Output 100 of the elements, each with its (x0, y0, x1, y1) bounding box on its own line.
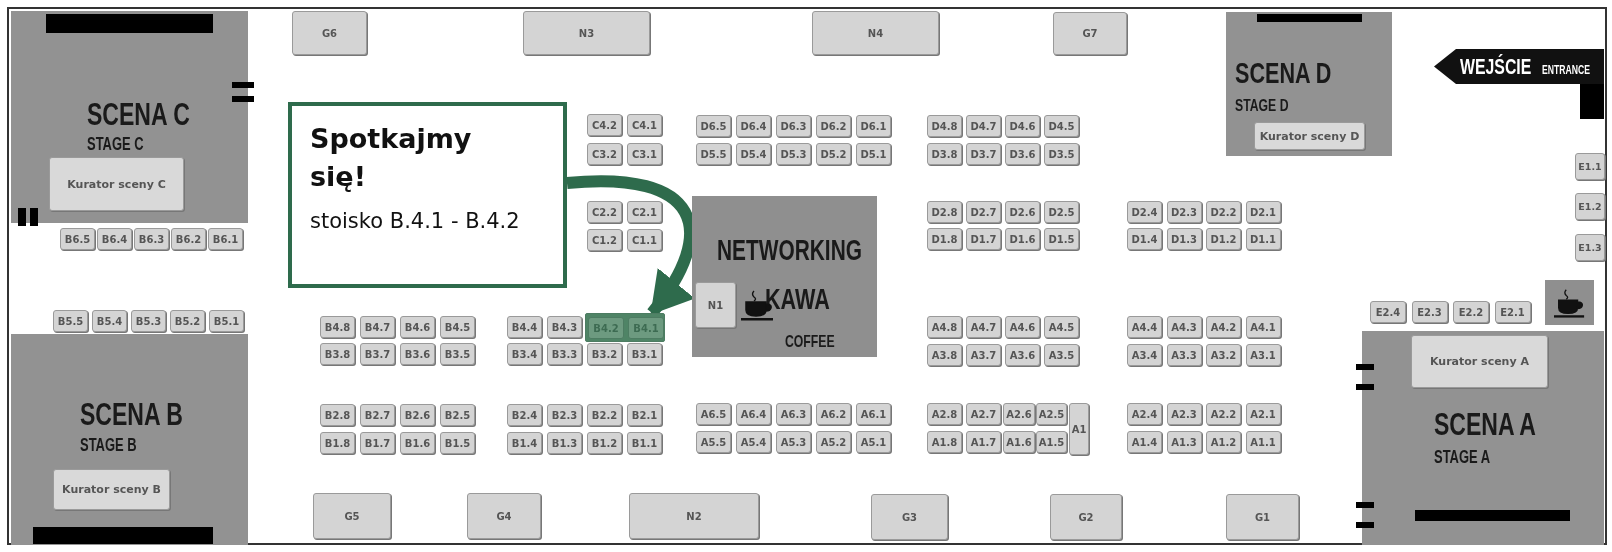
stage-area (11, 11, 248, 223)
booth: A1.3 (1166, 431, 1202, 453)
callout-text: stoisko B.4.1 - B.4.2 (310, 208, 521, 235)
curator-desk: Kurator sceny C (49, 157, 184, 211)
booth: A1.6 (1003, 431, 1035, 453)
booth: D4.7 (966, 115, 1001, 137)
booth: A5.5 (696, 431, 731, 453)
booth: D6.3 (776, 115, 811, 137)
stage-title: SCENA C (87, 98, 190, 130)
booth: B2.7 (360, 404, 395, 426)
stand: N2 (629, 493, 759, 539)
platform-bar (33, 527, 213, 544)
area-subtitle: COFFEE (785, 333, 835, 350)
booth: C2.2 (587, 201, 622, 223)
booth: E1.1 (1575, 153, 1605, 180)
booth: D5.1 (856, 143, 891, 165)
booth: A3.1 (1245, 344, 1281, 366)
stage-subtitle: STAGE C (87, 135, 144, 153)
booth: D2.1 (1245, 201, 1281, 223)
stage-title: SCENA B (80, 398, 183, 430)
platform-bar (1257, 14, 1362, 22)
booth: A1.8 (927, 431, 962, 453)
booth: A6.2 (816, 403, 851, 425)
booth: A5.1 (856, 431, 891, 453)
booth: D5.5 (696, 143, 731, 165)
booth: E2.4 (1370, 301, 1406, 323)
booth: D4.5 (1044, 115, 1079, 137)
booth: B2.5 (440, 404, 475, 426)
booth: D1.4 (1127, 228, 1162, 250)
stand: G5 (313, 493, 391, 539)
booth: E2.1 (1494, 301, 1531, 323)
booth: B1.8 (320, 432, 355, 454)
booth: B2.2 (587, 404, 622, 426)
platform-bar (1415, 510, 1570, 521)
booth: A2.5 (1036, 403, 1067, 425)
booth: D1.7 (966, 228, 1001, 250)
booth: B2.4 (507, 404, 542, 426)
booth: D6.4 (736, 115, 771, 137)
stage-title: SCENA A (1434, 408, 1536, 440)
booth: B3.1 (627, 343, 662, 365)
booth: B4.6 (400, 316, 435, 338)
booth: B2.6 (400, 404, 435, 426)
booth: B6.1 (208, 228, 243, 250)
booth: A4.4 (1127, 316, 1162, 338)
booth: D4.8 (927, 115, 962, 137)
booth: A6.1 (856, 403, 891, 425)
booth: D6.2 (816, 115, 851, 137)
booth: A2.1 (1245, 403, 1281, 425)
booth: B2.8 (320, 404, 355, 426)
booth: A4.5 (1044, 316, 1079, 338)
stage-subtitle: STAGE D (1235, 97, 1289, 114)
booth: B6.4 (97, 228, 132, 250)
booth: D2.3 (1166, 201, 1202, 223)
booth: E1.3 (1575, 234, 1605, 261)
booth: B3.7 (360, 343, 395, 365)
booth: A2.7 (966, 403, 1001, 425)
callout-heading: Spotkajmy się! (310, 122, 473, 194)
booth: D5.2 (816, 143, 851, 165)
booth: A3.7 (966, 344, 1001, 366)
booth: A6.4 (736, 403, 771, 425)
booth: C4.1 (627, 114, 662, 136)
booth: B4.5 (440, 316, 475, 338)
booth: D2.4 (1127, 201, 1162, 223)
booth: B6.3 (134, 228, 169, 250)
booth: D3.6 (1005, 143, 1040, 165)
stage-subtitle: STAGE B (80, 436, 137, 454)
booth: D1.6 (1005, 228, 1040, 250)
booth: A3.8 (927, 344, 962, 366)
booth: A3.4 (1127, 344, 1162, 366)
booth: B1.2 (587, 432, 622, 454)
booth: B6.5 (60, 228, 95, 250)
booth: C4.2 (587, 114, 622, 136)
booth: D1.8 (927, 228, 962, 250)
booth: A4.6 (1005, 316, 1040, 338)
booth: D6.1 (856, 115, 891, 137)
stand: G2 (1050, 494, 1122, 540)
stand: G6 (292, 11, 367, 55)
booth: D2.7 (966, 201, 1001, 223)
booth: B5.2 (170, 310, 205, 332)
booth: D1.5 (1044, 228, 1079, 250)
booth: E1.2 (1575, 193, 1605, 220)
stage-title: SCENA D (1235, 58, 1332, 88)
booth: A2.4 (1127, 403, 1162, 425)
sign-subtitle: ENTRANCE (1542, 64, 1590, 76)
booth: B3.5 (440, 343, 475, 365)
booth: A4.2 (1206, 316, 1241, 338)
booth: A6.5 (696, 403, 731, 425)
booth: A4.8 (927, 316, 962, 338)
stage-area (1226, 12, 1392, 156)
booth: D2.8 (927, 201, 962, 223)
stand: G7 (1053, 12, 1127, 55)
booth: A4.1 (1245, 316, 1281, 338)
booth: A3.5 (1044, 344, 1079, 366)
booth: B1.1 (627, 432, 662, 454)
stand: G4 (467, 493, 541, 539)
stand: G3 (871, 494, 948, 540)
booth: C1.2 (587, 229, 622, 251)
booth: C3.1 (627, 143, 662, 165)
platform-bar (46, 14, 213, 33)
entrance-sign (1434, 49, 1604, 84)
